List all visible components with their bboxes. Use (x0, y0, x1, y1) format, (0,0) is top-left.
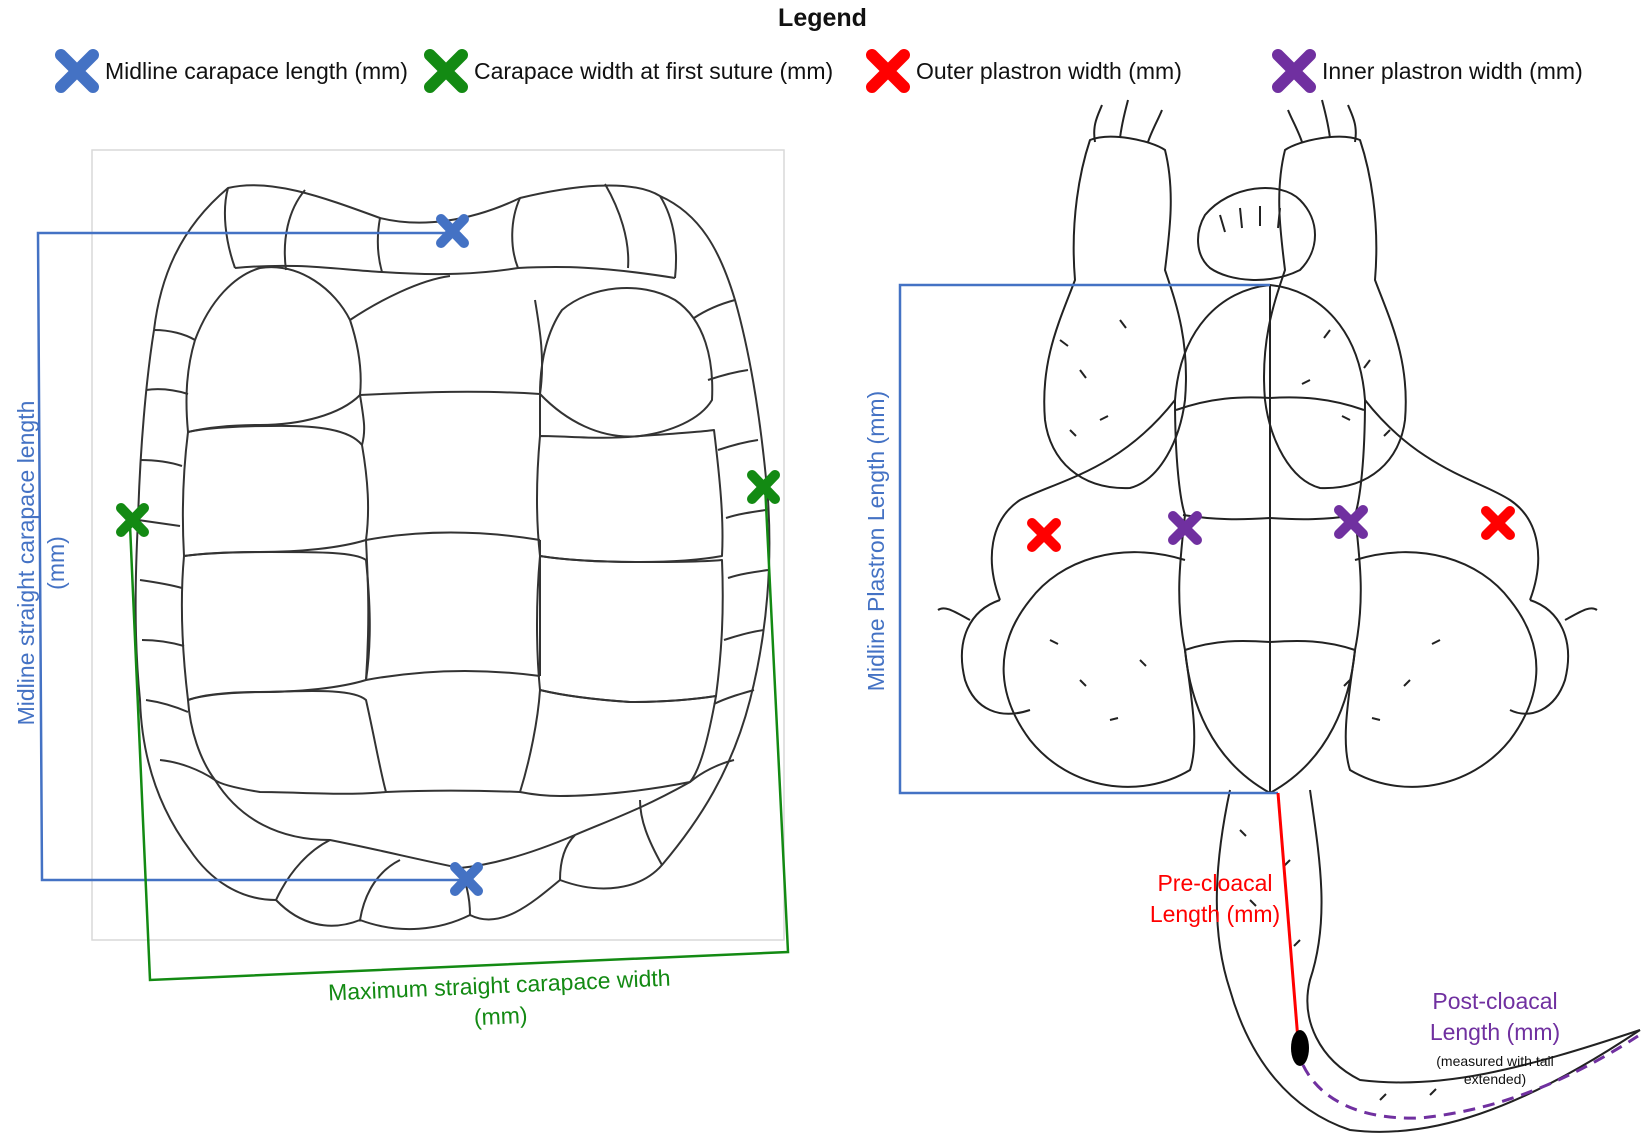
carapace-length-label-line2: (mm) (42, 383, 72, 743)
cloaca-mark (1291, 1030, 1309, 1066)
red-x-marker-icon (1032, 523, 1056, 547)
red-x-marker-icon (1486, 511, 1510, 535)
precloacal-label-line1: Pre-cloacal (1130, 868, 1300, 899)
carapace-figure (38, 150, 788, 980)
postcloacal-length-label: Post-cloacal Length (mm) (1395, 986, 1595, 1048)
postcloacal-label-line1: Post-cloacal (1395, 986, 1595, 1017)
postcloacal-note-line1: (measured with tail (1410, 1052, 1580, 1070)
plastron-length-label: Midline Plastron Length (mm) (862, 376, 898, 706)
carapace-length-label: Midline straight carapace length (mm) (12, 383, 88, 743)
postcloacal-note: (measured with tail extended) (1410, 1052, 1580, 1088)
carapace-frame (92, 150, 784, 940)
precloacal-length-label: Pre-cloacal Length (mm) (1130, 868, 1300, 930)
postcloacal-label-line2: Length (mm) (1395, 1017, 1595, 1048)
plastron-figure (900, 100, 1640, 1132)
carapace-length-label-line1: Midline straight carapace length (12, 383, 42, 743)
turtle-body-outline (938, 100, 1640, 1132)
precloacal-label-line2: Length (mm) (1130, 899, 1300, 930)
plastron-length-bracket (900, 285, 1278, 793)
postcloacal-note-line2: extended) (1410, 1070, 1580, 1088)
purple-x-marker-icon (1339, 510, 1363, 534)
